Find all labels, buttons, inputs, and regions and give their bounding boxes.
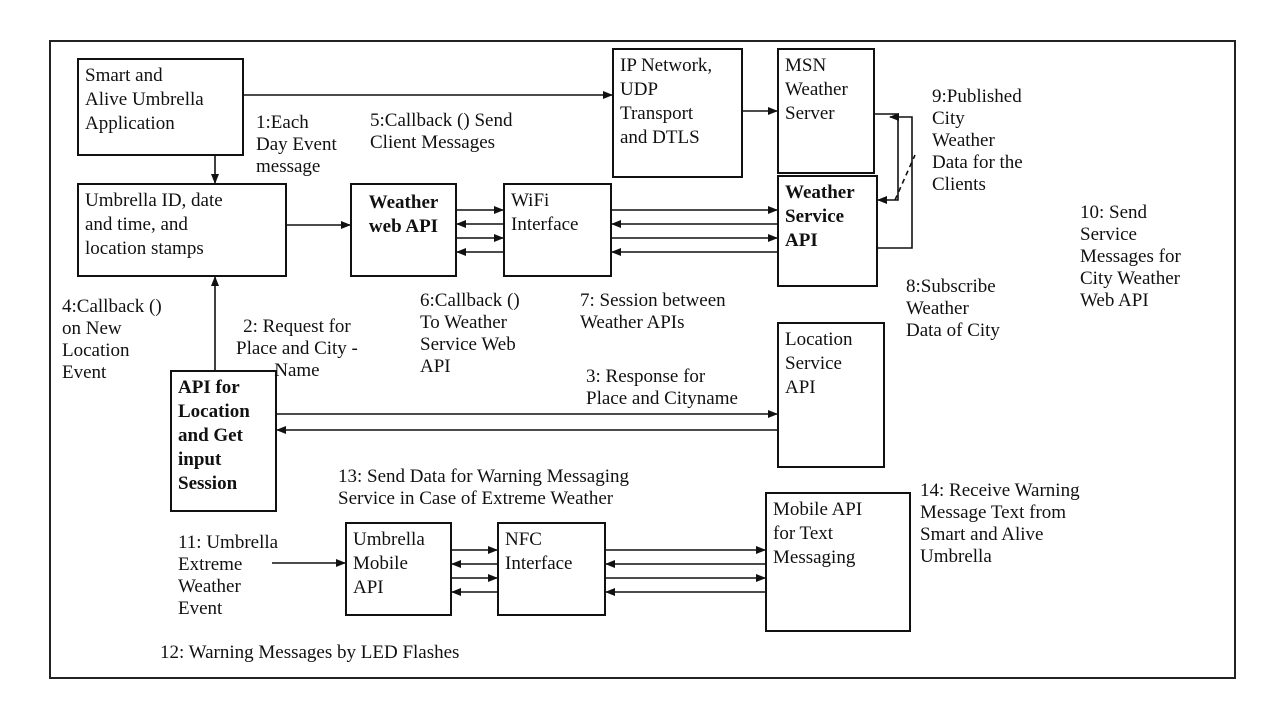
- diagram-frame: [49, 40, 1236, 679]
- label-1-each-day-event: 1:Each Day Event message: [256, 112, 337, 177]
- mobile-text-messaging-api-box: Mobile API for Text Messaging: [765, 492, 911, 632]
- location-stamps-box: Umbrella ID, date and time, and location…: [77, 183, 287, 277]
- arrow-ws-to-msn: [878, 113, 913, 249]
- label-7-session: 7: Session between Weather APIs: [580, 290, 726, 333]
- label-4-callback-location: 4:Callback () on New Location Event: [62, 296, 162, 383]
- wifi-interface-box: WiFi Interface: [503, 183, 612, 277]
- location-service-api-box: Location Service API: [777, 322, 885, 468]
- weather-web-api-box: Weather web API: [350, 183, 457, 277]
- nfc-interface-box: NFC Interface: [497, 522, 606, 616]
- ip-network-box: IP Network, UDP Transport and DTLS: [612, 48, 743, 178]
- label-8-subscribe: 8:Subscribe Weather Data of City: [906, 276, 1000, 341]
- label-3-response: 3: Response for Place and Cityname: [586, 366, 738, 409]
- label-9-published: 9:Published City Weather Data for the Cl…: [932, 86, 1023, 195]
- label-10-send-service: 10: Send Service Messages for City Weath…: [1080, 202, 1181, 311]
- location-api-box: API for Location and Get input Session: [170, 370, 277, 512]
- label-5-callback-send: 5:Callback () Send Client Messages: [370, 110, 513, 153]
- arrow-msn-to-ws: [875, 113, 899, 204]
- label-14-receive-warning: 14: Receive Warning Message Text from Sm…: [920, 480, 1080, 567]
- msn-weather-server-box: MSN Weather Server: [777, 48, 875, 174]
- label-12-led-flashes: 12: Warning Messages by LED Flashes: [160, 642, 460, 663]
- label-13-send-data: 13: Send Data for Warning Messaging Serv…: [338, 466, 629, 509]
- umbrella-mobile-api-box: Umbrella Mobile API: [345, 522, 452, 616]
- weather-service-api-box: Weather Service API: [777, 175, 878, 287]
- label-2-request: 2: Request for Place and City - Name: [236, 316, 358, 381]
- label-11-extreme-event: 11: Umbrella Extreme Weather Event: [178, 532, 279, 619]
- label-6-callback-weather: 6:Callback () To Weather Service Web API: [420, 290, 520, 377]
- smart-alive-umbrella-app-box: Smart and Alive Umbrella Application: [77, 58, 244, 156]
